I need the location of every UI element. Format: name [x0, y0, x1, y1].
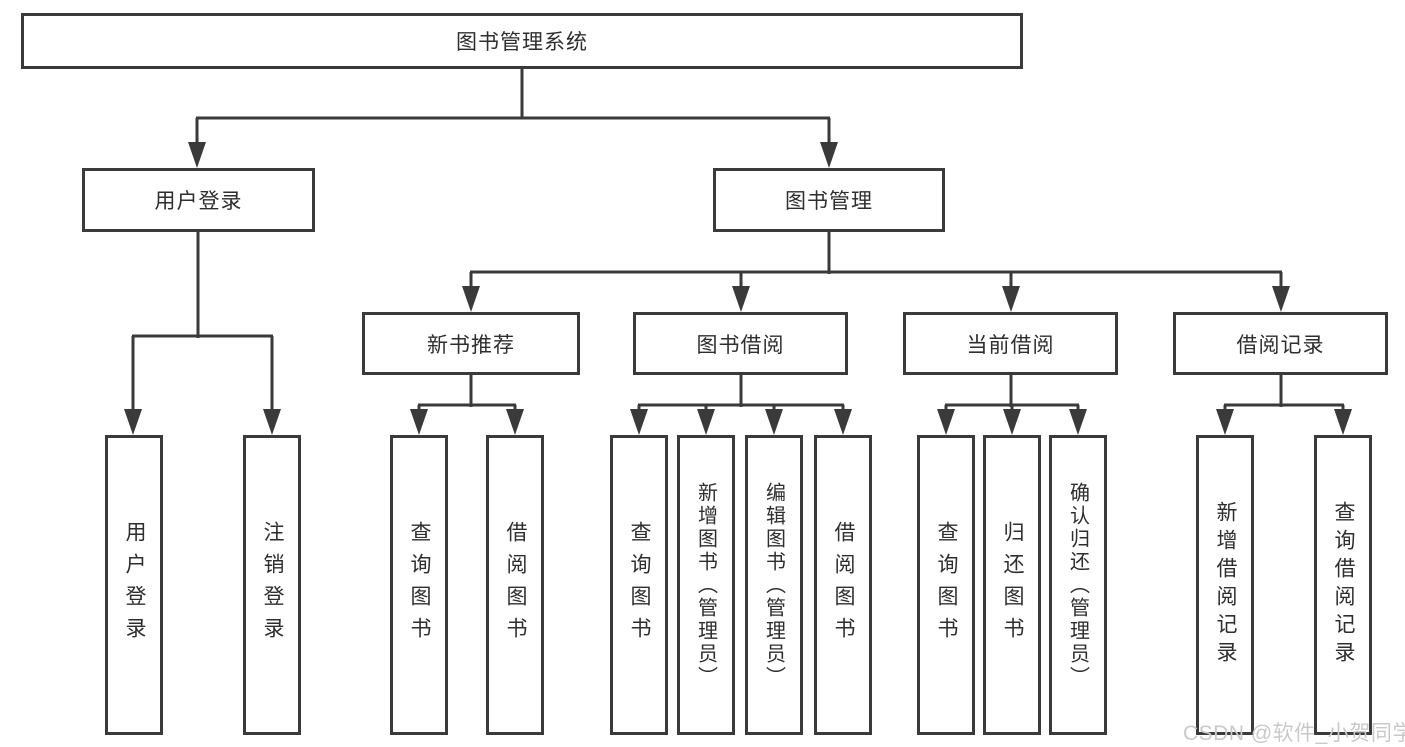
leaf-current-query-books-label: 查询图书	[935, 521, 958, 649]
leaf-current-return-books: 归还图书	[983, 435, 1041, 735]
leaf-user-login-label: 用户登录	[123, 521, 146, 649]
node-borrow-records: 借阅记录	[1173, 312, 1388, 375]
leaf-current-confirm-return-admin-label: 确认归还（管理员）	[1066, 481, 1089, 689]
node-book-management: 图书管理	[713, 168, 945, 232]
leaf-records-query-record: 查询借阅记录	[1314, 435, 1372, 735]
arrowhead	[263, 409, 281, 435]
arrowhead	[124, 409, 142, 435]
leaf-borrow-add-books-admin-label: 新增图书（管理员）	[694, 481, 717, 689]
arrowhead	[410, 409, 428, 435]
leaf-records-query-record-label: 查询借阅记录	[1332, 501, 1355, 669]
leaf-user-login: 用户登录	[105, 435, 163, 735]
leaf-borrow-add-books-admin: 新增图书（管理员）	[677, 435, 735, 735]
node-root: 图书管理系统	[21, 13, 1023, 69]
leaf-borrow-borrow-books-label: 借阅图书	[832, 521, 855, 649]
node-user-login: 用户登录	[82, 168, 315, 232]
node-borrow-records-label: 借阅记录	[1236, 333, 1325, 357]
leaf-borrow-query-books: 查询图书	[610, 435, 668, 735]
node-book-borrow-label: 图书借阅	[696, 333, 785, 357]
arrowhead	[188, 142, 206, 168]
node-book-borrow: 图书借阅	[633, 312, 848, 375]
leaf-logout: 注销登录	[243, 435, 301, 735]
node-current-borrow: 当前借阅	[903, 312, 1118, 375]
leaf-borrow-query-books-label: 查询图书	[628, 521, 651, 649]
node-new-book-recommend-label: 新书推荐	[427, 333, 515, 357]
leaf-newrec-borrow-books: 借阅图书	[486, 435, 544, 735]
arrowhead	[1334, 409, 1352, 435]
arrowhead	[1272, 286, 1290, 312]
node-new-book-recommend: 新书推荐	[362, 312, 580, 375]
arrowhead	[697, 409, 715, 435]
arrowhead	[765, 409, 783, 435]
node-user-login-label: 用户登录	[154, 190, 243, 213]
csdn-watermark: CSDN @软件_小贺同学	[1183, 722, 1405, 745]
arrowhead	[834, 409, 852, 435]
arrowhead	[1003, 409, 1021, 435]
leaf-borrow-borrow-books: 借阅图书	[814, 435, 872, 735]
leaf-newrec-query-books: 查询图书	[390, 435, 448, 735]
leaf-newrec-query-books-label: 查询图书	[408, 521, 431, 649]
arrowhead	[1216, 409, 1234, 435]
leaf-current-query-books: 查询图书	[917, 435, 975, 735]
arrowhead	[630, 409, 648, 435]
arrowhead	[506, 409, 524, 435]
arrowhead	[1002, 286, 1020, 312]
node-current-borrow-label: 当前借阅	[966, 333, 1055, 357]
leaf-borrow-edit-books-admin: 编辑图书（管理员）	[745, 435, 803, 735]
arrowhead	[820, 142, 838, 168]
arrowhead	[937, 409, 955, 435]
node-book-management-label: 图书管理	[785, 190, 873, 213]
leaf-records-add-record-label: 新增借阅记录	[1214, 501, 1237, 669]
arrowhead	[1069, 409, 1087, 435]
leaf-current-confirm-return-admin: 确认归还（管理员）	[1049, 435, 1107, 735]
leaf-logout-label: 注销登录	[261, 521, 284, 649]
leaf-newrec-borrow-books-label: 借阅图书	[504, 521, 527, 649]
arrowhead	[732, 286, 750, 312]
arrowhead	[462, 286, 480, 312]
node-root-label: 图书管理系统	[456, 31, 588, 54]
leaf-records-add-record: 新增借阅记录	[1196, 435, 1254, 735]
leaf-borrow-edit-books-admin-label: 编辑图书（管理员）	[762, 481, 785, 689]
leaf-current-return-books-label: 归还图书	[1001, 521, 1024, 649]
